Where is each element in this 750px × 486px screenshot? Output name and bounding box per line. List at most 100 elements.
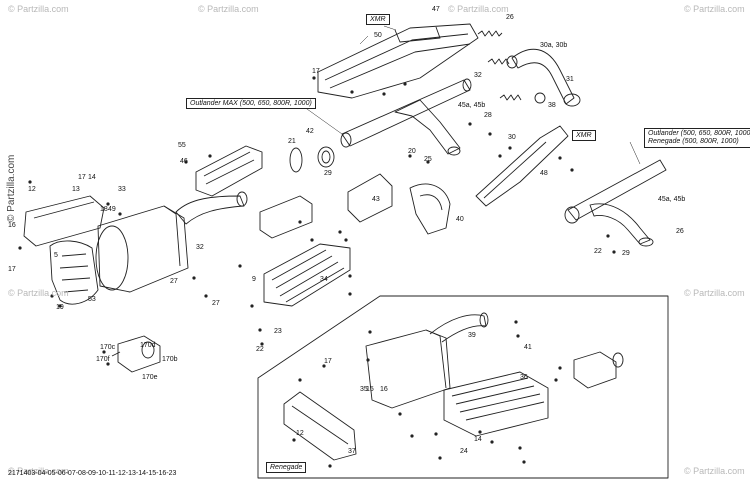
part-label: 17 [324, 358, 332, 365]
part-label: 14 [474, 436, 482, 443]
part-label: 170d [140, 342, 156, 349]
part-label: 46 [180, 158, 188, 165]
part-label: 28 [484, 112, 492, 119]
watermark: © Partzilla.com [684, 466, 745, 476]
part-label: 27 [212, 300, 220, 307]
part-label: 32 [196, 244, 204, 251]
part-label: 5 [54, 252, 58, 259]
part-label: 38 [548, 102, 556, 109]
clamp-42 [317, 146, 335, 168]
muffler-left [95, 205, 189, 293]
heat-shield-50 [317, 23, 479, 99]
part-label: 22 [594, 248, 602, 255]
part-label: 23 [274, 328, 282, 335]
part-label: 13 [72, 186, 80, 193]
part-label: 33 [118, 186, 126, 193]
part-label: 32 [474, 72, 482, 79]
part-label: 22 [256, 346, 264, 353]
front-pipe-30 [506, 48, 581, 107]
leader-lines [299, 25, 641, 165]
part-label: 36 [520, 374, 528, 381]
part-label: 30 [508, 134, 516, 141]
part-label: 29 [324, 170, 332, 177]
callout-renegade: Renegade [266, 462, 307, 473]
part-label: 55 [178, 142, 186, 149]
brand-vertical: © Partzilla.com [6, 154, 17, 222]
fastener-dots [18, 76, 616, 468]
shield-48 [475, 125, 569, 207]
part-label: 24 [460, 448, 468, 455]
part-label: 16 [380, 386, 388, 393]
clamp-21 [289, 147, 303, 173]
part-label: 12 [28, 186, 36, 193]
renegade-muffler [365, 312, 489, 409]
part-label: 37 [348, 448, 356, 455]
part-label: 27 [170, 278, 178, 285]
callout-renegade-line: Renegade (500, 800R, 1000) [648, 138, 739, 145]
flange-170-left [111, 335, 161, 373]
part-label: 21 [288, 138, 296, 145]
end-cap-5 [49, 240, 99, 305]
part-label: 39 [468, 332, 476, 339]
part-label: 170b [162, 356, 178, 363]
part-label: 29 [622, 250, 630, 257]
part-label: 31 [566, 76, 574, 83]
callout-outlander-renegade: Outlander (500, 650, 800R, 1000) Renegad… [644, 128, 750, 148]
callout-outlander-line: Outlander (500, 650, 800R, 1000) [648, 130, 750, 137]
watermark: © Partzilla.com [448, 4, 509, 14]
heat-shield-16 [23, 195, 105, 247]
renegade-inset-frame [257, 295, 669, 479]
part-label: 16 [8, 222, 16, 229]
watermark: © Partzilla.com [8, 4, 69, 14]
part-label: 30a, 30b [540, 42, 568, 49]
flange-170-renegade [573, 351, 624, 389]
renegade-heat-shield-37 [283, 391, 357, 461]
part-label: 34 [320, 276, 328, 283]
part-label: 26 [676, 228, 684, 235]
part-label: 20 [408, 148, 416, 155]
part-label: 14 [88, 174, 96, 181]
part-label: 12 [296, 430, 304, 437]
part-label: 48 [540, 170, 548, 177]
diagram-code: 2171403-04-05-06-07-08-09-10-11-12-13-14… [8, 470, 177, 477]
part-label: 43 [372, 196, 380, 203]
part-label: 25 [424, 156, 432, 163]
part-label: 41 [524, 344, 532, 351]
deflector-40 [409, 183, 451, 235]
outlander-pipe-45 [564, 159, 667, 247]
part-label: 42 [306, 128, 314, 135]
part-label: 45a, 45b [458, 102, 486, 109]
part-label: 26 [506, 14, 514, 21]
part-label: 15 [366, 386, 374, 393]
part-label: 18 [100, 206, 108, 213]
watermark: © Partzilla.com [8, 288, 69, 298]
part-label: 17 [78, 174, 86, 181]
part-label: 9 [252, 276, 256, 283]
part-label: 53 [88, 296, 96, 303]
part-label: 49 [108, 206, 116, 213]
part-label: 17 [8, 266, 16, 273]
part-label: 170e [142, 374, 158, 381]
bracket-shield [259, 195, 313, 239]
part-label: 45a, 45b [658, 196, 686, 203]
springs [477, 30, 522, 101]
renegade-shield-36 [443, 371, 549, 437]
watermark: © Partzilla.com [684, 288, 745, 298]
watermark: © Partzilla.com [8, 466, 69, 476]
callout-outlander-max: Outlander MAX (500, 650, 800R, 1000) [186, 98, 316, 109]
watermark: © Partzilla.com [198, 4, 259, 14]
middle-pipe [340, 78, 472, 156]
part-label: 35 [360, 386, 368, 393]
heat-shield-55 [195, 145, 263, 197]
watermark: © Partzilla.com [684, 4, 745, 14]
callout-xmr-right: XMR [572, 130, 596, 141]
callout-xmr-top: XMR [366, 14, 390, 25]
part-label: 50 [374, 32, 382, 39]
muffler-pipe-32 [175, 191, 248, 225]
bracket-43 [347, 173, 393, 223]
part-label: 47 [432, 6, 440, 13]
part-label: 17 [312, 68, 320, 75]
ribbed-shield-34 [263, 243, 351, 307]
part-label: 40 [456, 216, 464, 223]
